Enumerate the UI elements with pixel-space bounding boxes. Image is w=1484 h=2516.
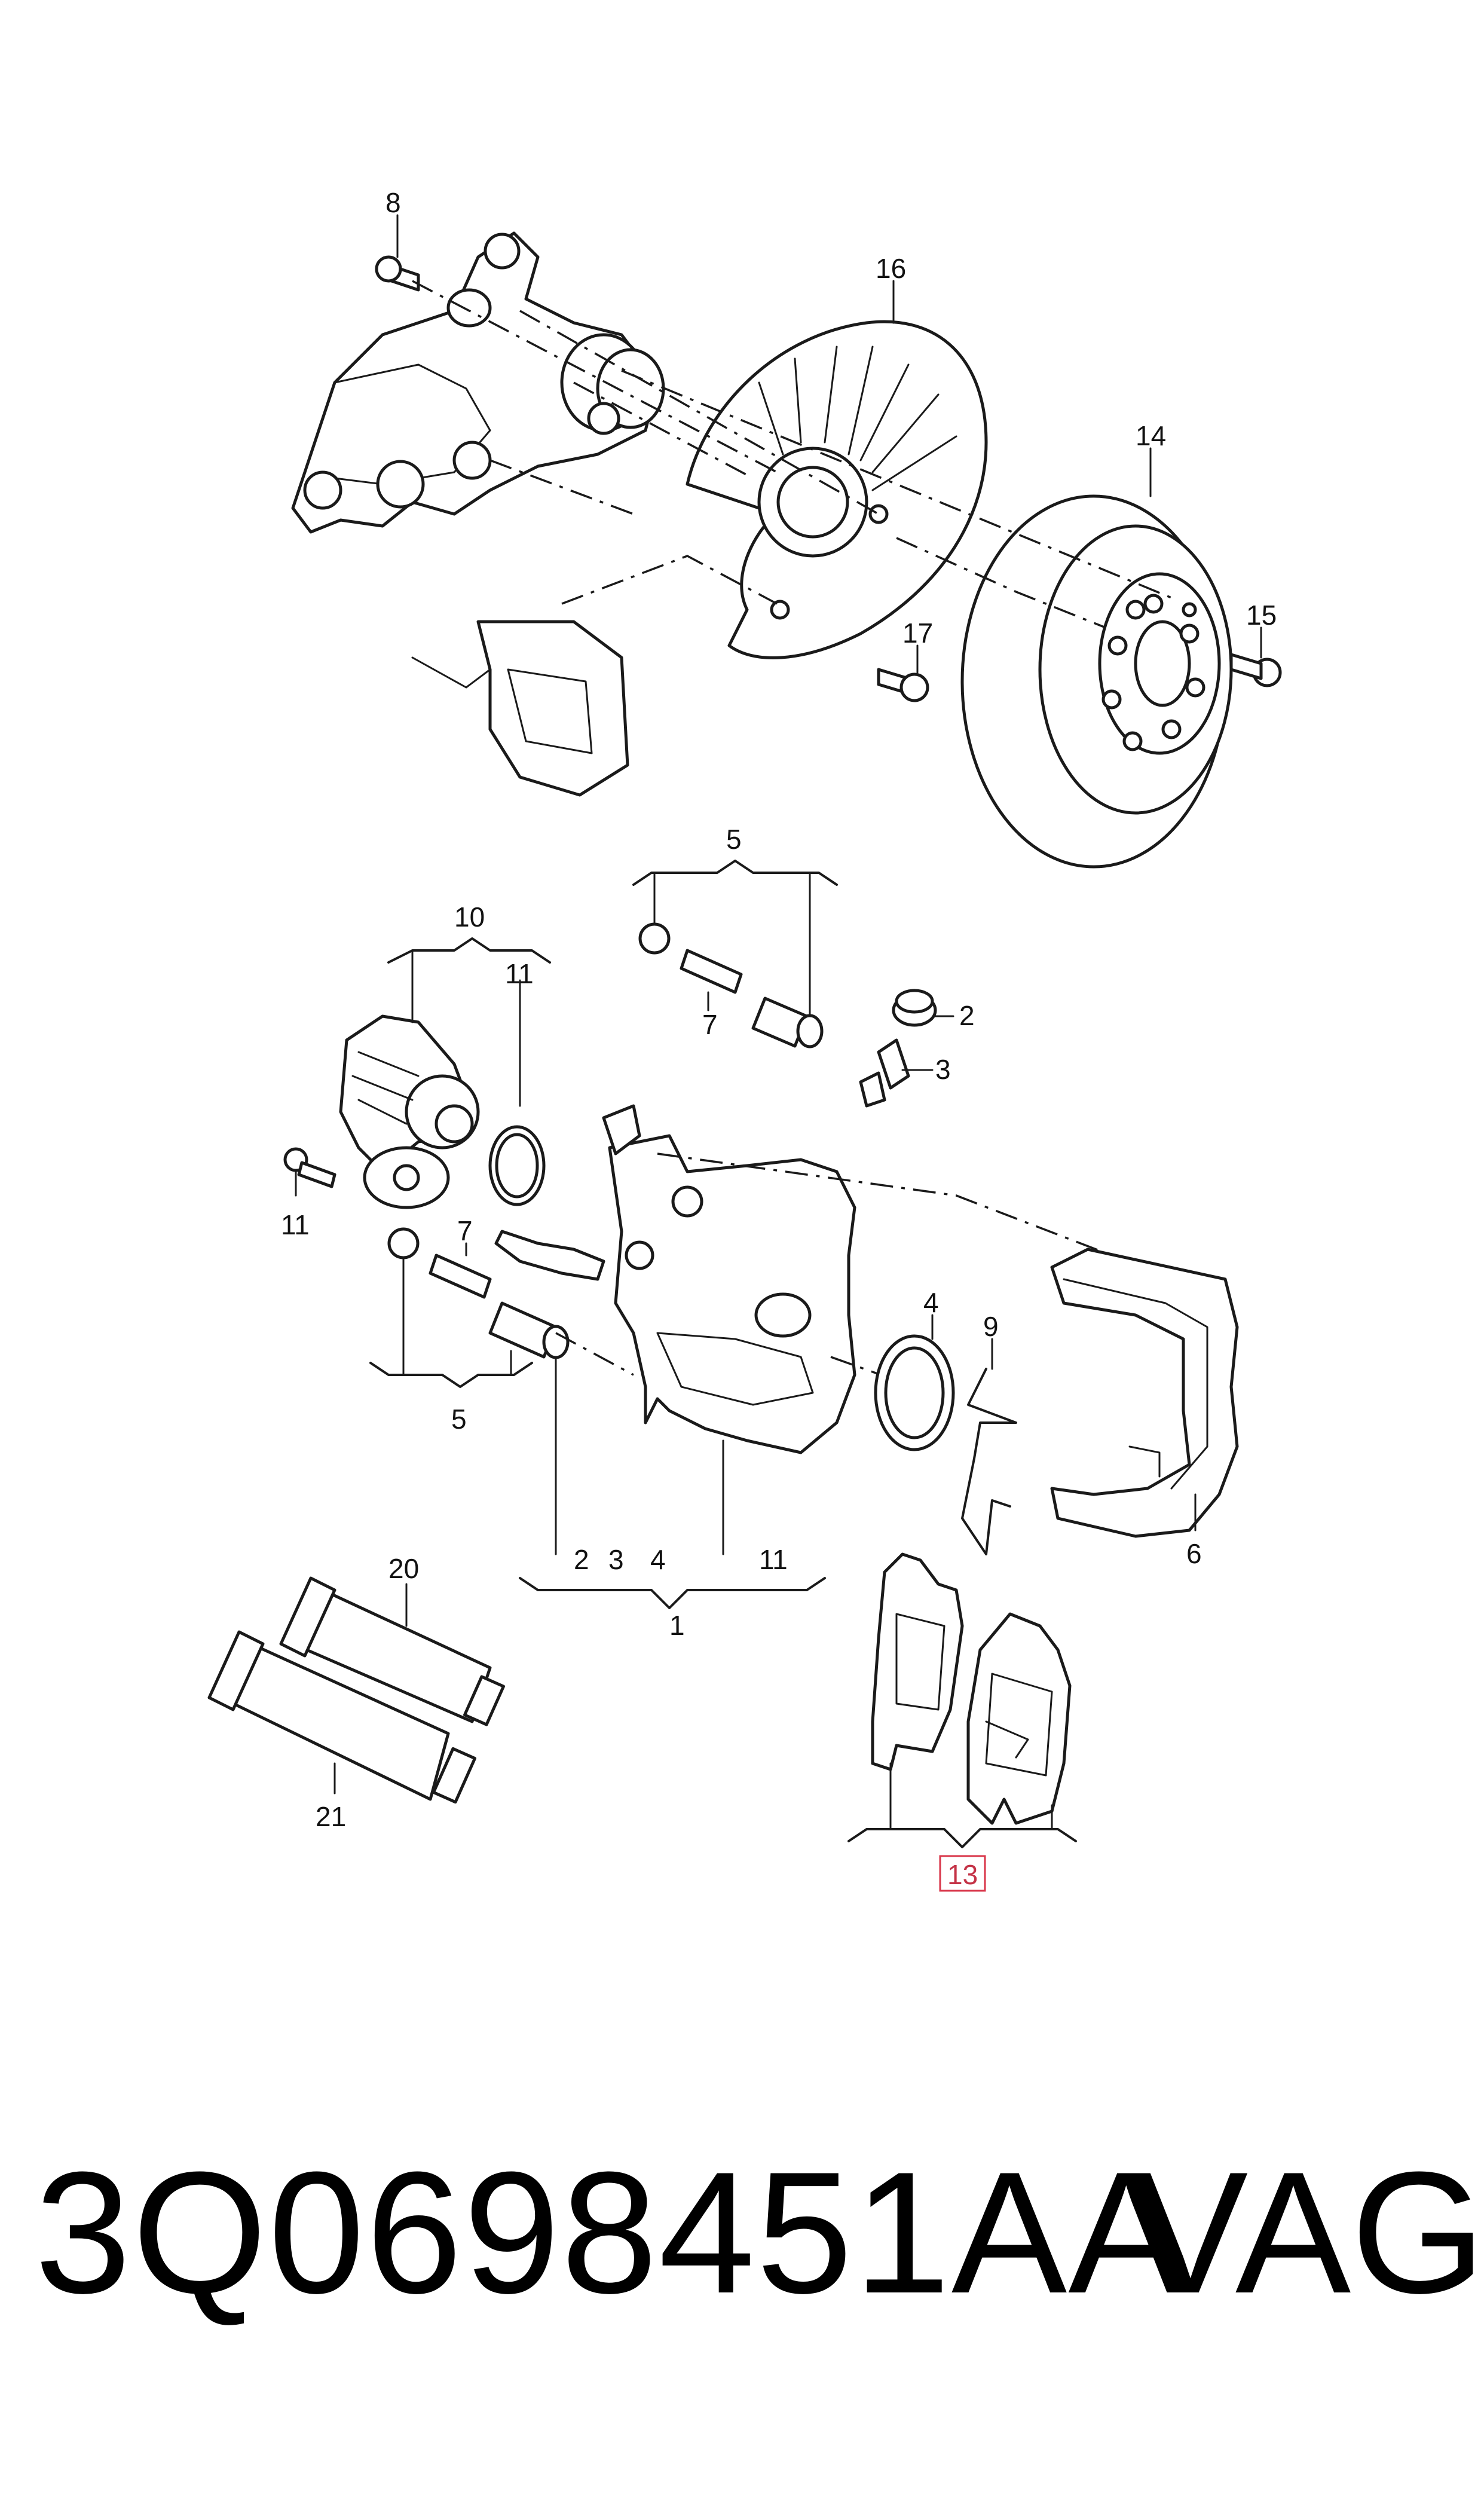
callout-1: 1	[669, 1610, 685, 1641]
callout-2-top: 2	[959, 1000, 975, 1031]
callout-20: 20	[388, 1553, 419, 1584]
bleed-cap-2	[892, 989, 937, 1027]
callout-13-highlighted: 13	[939, 1855, 986, 1892]
parking-brake-lever	[494, 1230, 605, 1281]
callout-11-bolt: 11	[281, 1209, 310, 1240]
callout-4-lower: 4	[650, 1544, 666, 1575]
callout-5-lower: 5	[451, 1404, 467, 1435]
callout-2-lower: 2	[574, 1544, 589, 1575]
brake-pad-set-13	[871, 1552, 1072, 1825]
callout-10: 10	[454, 901, 485, 933]
callout-21: 21	[316, 1801, 346, 1832]
callout-16: 16	[876, 253, 906, 284]
brake-disc-14	[960, 494, 1233, 869]
callout-3-lower: 3	[608, 1544, 624, 1575]
callout-11-oring: 11	[505, 958, 534, 989]
o-ring-11	[488, 1125, 546, 1206]
spring-clip-9	[961, 1368, 1017, 1555]
bolt-11	[283, 1147, 336, 1188]
brand-text: VAG	[1133, 2136, 1484, 2329]
callout-4: 4	[923, 1287, 939, 1318]
wheel-bearing-housing	[291, 231, 665, 534]
callout-17: 17	[902, 617, 933, 649]
callout-11-caliper: 11	[759, 1544, 788, 1575]
piston-seal-4	[874, 1334, 955, 1451]
guide-pin-set-5-top	[638, 922, 824, 1048]
parking-brake-motor-10	[339, 1014, 480, 1209]
brake-caliper-1	[602, 1104, 856, 1454]
guide-pin-set-5-lower	[387, 1227, 570, 1359]
bolt-8	[375, 255, 420, 292]
part-number-text: 3Q0698451AA	[35, 2136, 1185, 2329]
bolt-15	[1229, 653, 1282, 687]
grease-tube-20	[279, 1576, 506, 1726]
caliper-carrier-6	[1050, 1248, 1239, 1538]
callout-14: 14	[1136, 420, 1166, 451]
callout-7-lower: 7	[457, 1215, 473, 1246]
callout-5-top: 5	[726, 824, 742, 855]
callout-6: 6	[1186, 1538, 1202, 1569]
callout-3-top: 3	[935, 1054, 951, 1085]
svg-text:13: 13	[947, 1859, 978, 1890]
callout-9: 9	[983, 1311, 999, 1342]
grease-tube-21	[207, 1630, 477, 1804]
bleed-valve-3	[859, 1038, 910, 1108]
callout-8: 8	[385, 187, 401, 218]
callout-15: 15	[1246, 600, 1277, 631]
caliper-thumbnail	[411, 620, 629, 797]
bolt-17	[877, 668, 929, 702]
callout-7-top: 7	[702, 1009, 718, 1040]
